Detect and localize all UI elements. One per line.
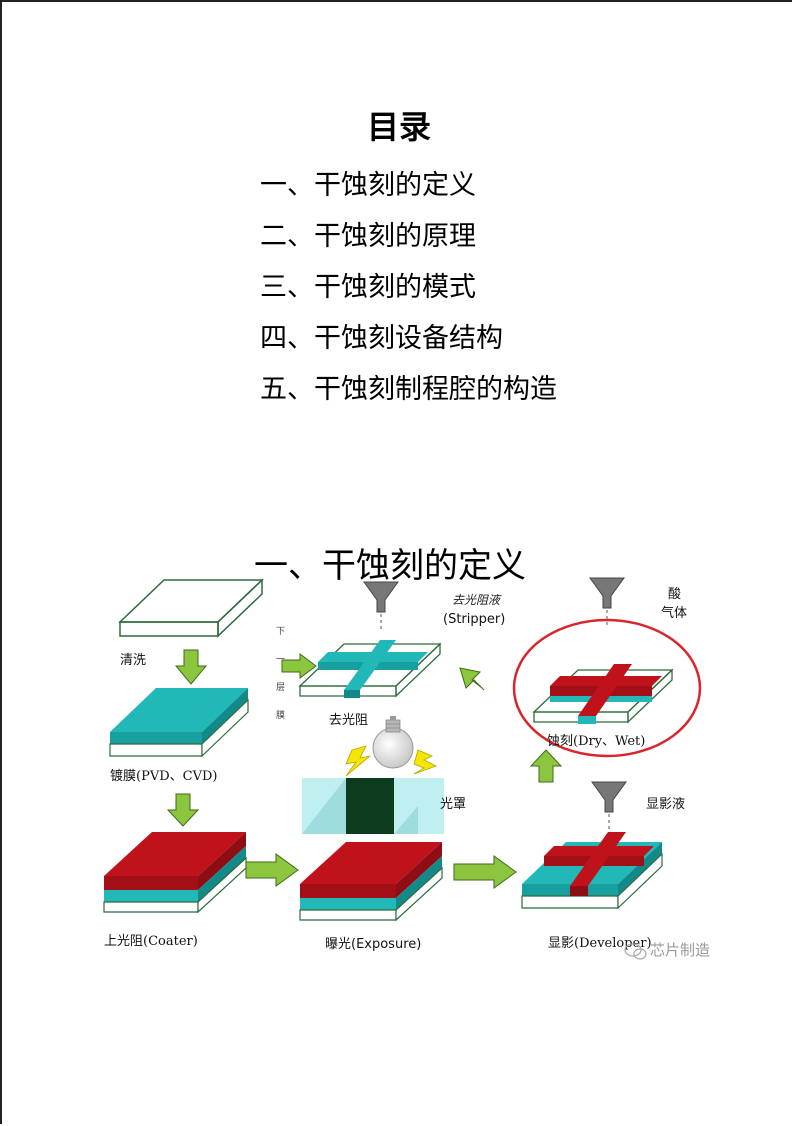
substrate-coater (103, 832, 247, 914)
arrow-icon (174, 649, 208, 685)
photomask (302, 778, 444, 834)
substrate-stripped (298, 640, 442, 698)
label-acid-2: 气体 (661, 605, 687, 621)
label-stripper-cn: 去光阻液 (452, 593, 502, 607)
toc-item-4: 四、干蚀刻设备结构 (260, 323, 503, 354)
funnel-icon (589, 577, 625, 626)
label-next-layer-3: 层 (276, 682, 285, 693)
label-next-layer-1: 下 (276, 627, 285, 637)
section-title: 一、干蚀刻的定义 (254, 546, 526, 586)
label-stripper-en: (Stripper) (443, 612, 505, 627)
label-developer: 显影(Developer) (548, 936, 652, 951)
arrow-icon (453, 855, 517, 889)
arrow-icon (245, 853, 299, 887)
substrate-exposure (299, 842, 443, 922)
toc-item-3: 三、干蚀刻的模式 (260, 272, 476, 303)
toc-title: 目录 (366, 108, 431, 146)
substrate-etched (532, 664, 674, 724)
label-developer-liquid: 显影液 (646, 797, 685, 812)
label-next-layer-4: 膜 (276, 710, 285, 721)
label-coater: 上光阻(Coater) (104, 934, 198, 949)
arrow-icon (281, 653, 317, 679)
label-acid-1: 酸 (668, 587, 681, 602)
lightning-icon (413, 749, 438, 775)
label-clean: 清洗 (120, 653, 146, 668)
label-coating: 镀膜(PVD、CVD) (110, 768, 217, 784)
watermark: 芯片制造 (650, 941, 710, 959)
toc-item-1: 一、干蚀刻的定义 (260, 170, 476, 201)
etch-highlight (512, 618, 702, 758)
wechat-icon (624, 943, 647, 960)
label-next-layer-2: 一 (276, 655, 285, 665)
process-flow-diagram: 清洗 镀膜(PVD、CVD) 上光阻(Coater) (103, 577, 710, 960)
substrate-clean (118, 578, 264, 638)
substrate-developed (521, 832, 663, 910)
label-strip: 去光阻 (329, 713, 368, 728)
toc-list: 一、干蚀刻的定义 二、干蚀刻的原理 三、干蚀刻的模式 四、干蚀刻设备结构 五、干… (260, 160, 557, 415)
lightning-icon (345, 745, 371, 777)
label-mask: 光罩 (440, 797, 466, 812)
substrate-coated (109, 688, 249, 758)
lightbulb-icon (372, 716, 414, 769)
label-exposure: 曝光(Exposure) (325, 937, 421, 952)
funnel-icon (591, 781, 627, 830)
toc-item-2: 二、干蚀刻的原理 (260, 221, 476, 252)
label-etch: 蚀刻(Dry、Wet) (547, 734, 645, 749)
arrow-icon (166, 793, 200, 827)
toc-item-5: 五、干蚀刻制程腔的构造 (260, 374, 557, 405)
arrow-icon (529, 749, 563, 783)
arrow-icon (459, 667, 485, 691)
funnel-icon (363, 581, 399, 630)
